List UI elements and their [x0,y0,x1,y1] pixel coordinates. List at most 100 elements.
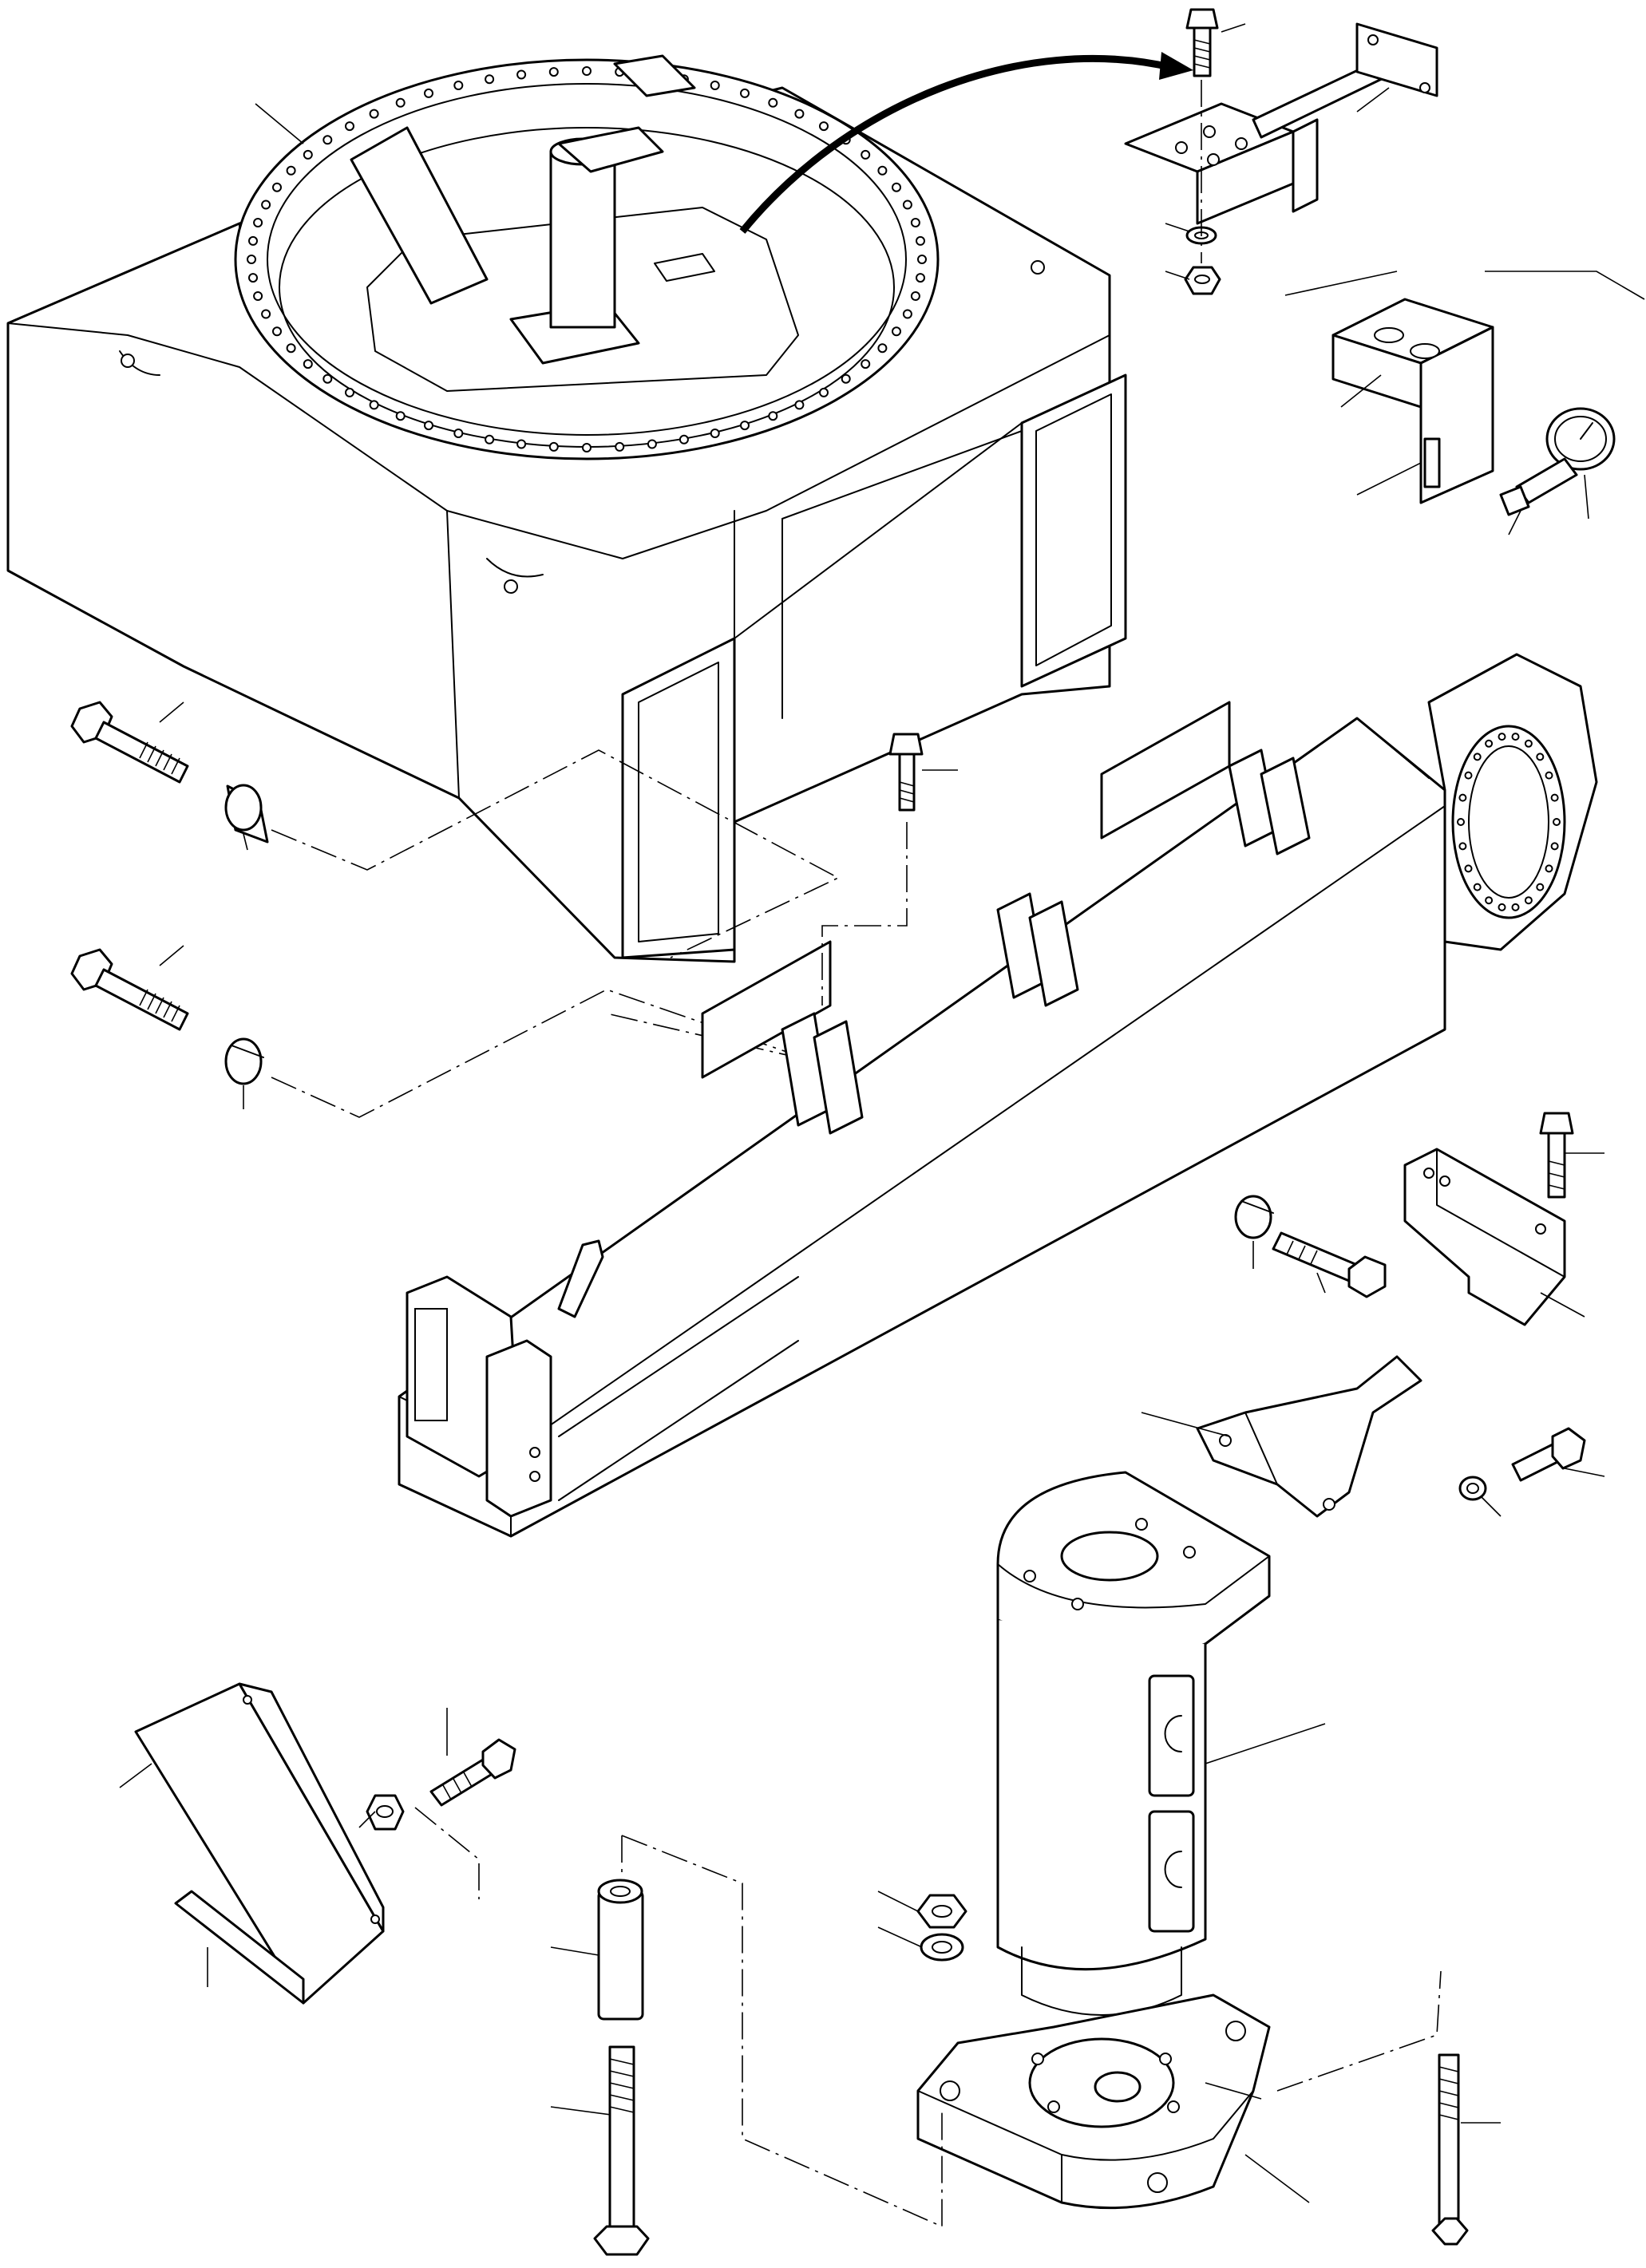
pin-sleeve [597,1879,644,2021]
bolt-hole [916,273,925,283]
bolt-hole [740,421,750,431]
bolt-hole [1464,864,1473,873]
bolt-hole [286,165,296,176]
bolt-hole [1524,739,1533,748]
long-pin-bolt [593,2045,650,2256]
bolt-hole [902,200,912,210]
bolt-hole [548,441,559,452]
bolt-hole [916,235,925,246]
pivot-post-assembly [916,1471,1271,2210]
mounting-lugs [781,749,1311,1135]
bolt-hole [768,97,778,108]
bolt-hole [286,343,296,354]
eye-ring-holes [1457,733,1561,911]
bolt-hole [615,441,625,452]
bolt-hole [485,434,495,445]
bolt-hole [485,74,495,85]
bolt-hole [1545,864,1553,873]
guide-rod-bracket [1331,298,1494,504]
bolt-hole [861,359,871,369]
bolt-hole [902,309,912,319]
washer [920,1933,964,1962]
pressure-gauge [1499,407,1616,516]
bolt-hole [877,165,888,176]
spacer-bushing [1234,1195,1274,1239]
bolt-hole [248,235,258,246]
hex-nut [916,1894,967,1929]
leader-lines [119,23,1645,2203]
bolt-hole [910,291,920,301]
hex-bolt [1431,2053,1469,2246]
hex-bolt [429,1738,516,1807]
bolt-hole [424,421,433,431]
bolt-hole [369,400,379,410]
bolt-hole [253,291,263,301]
hex-bolt [70,948,189,1031]
bolt-hole [261,200,271,210]
bolt-hole [892,182,901,192]
bolt-hole [369,109,379,119]
bolt-hole [1458,793,1467,802]
stop-bracket-upper [1124,22,1438,225]
bolt-hole [453,81,464,90]
bolt-hole [322,135,333,145]
bolt-hole [582,66,592,76]
bolt-hole [424,88,433,98]
bolt-hole [453,429,464,438]
bolt-hole [516,69,527,80]
washer [1458,1476,1487,1501]
callout-arrow-head [1159,52,1193,80]
bolt-hole [819,121,829,132]
gusset-bracket-right [1403,1148,1566,1326]
hex-bolt [888,733,924,812]
bolt-hole [1464,771,1473,780]
bolt-hole [679,434,689,445]
bolt-hole [516,439,527,449]
bolt-hole [1550,842,1559,851]
callout-arrow [739,55,1175,234]
bolt-hole [1457,818,1465,826]
bolt-hole [1536,753,1545,761]
inner-pivot-post [350,54,696,365]
center-line [271,749,840,958]
bolt-hole [910,218,920,227]
center-line [621,1835,943,2228]
bolt-hole [272,326,282,337]
bolt-hole [819,387,829,397]
hex-nut [1184,266,1221,295]
bolt-hole [1524,896,1533,905]
bolt-hole [1536,883,1545,891]
bolt-hole [794,109,805,119]
bolt-hole [710,81,720,90]
bolt-hole [647,439,657,449]
bolt-hole [303,149,313,160]
bolt-hole [1550,793,1559,802]
spacer-bushing [224,784,269,844]
bolt-hole [1553,818,1561,826]
bolt-hole [1545,771,1553,780]
small-plate-in-ring [654,253,715,282]
bolt-hole [261,309,271,319]
bolt-hole [1473,753,1482,761]
bolt-hole [1498,903,1506,911]
bolt-hole [247,255,256,264]
bolt-hole [740,88,750,98]
center-line [821,822,908,1006]
bolt-hole [395,97,406,108]
bolt-hole [345,121,354,132]
hex-bolt [70,701,189,784]
bolt-hole [1485,739,1494,748]
bolt-hole [710,429,720,438]
angle-guard-left [134,1682,385,2005]
center-line [1276,1970,1442,2092]
bolt-hole [395,411,406,421]
bolt-hole [272,182,282,192]
bolt-hole [322,373,333,384]
bolt-hole [253,218,263,227]
bolt-hole [582,443,592,452]
swing-arm-boom [398,653,1598,1538]
bolt-hole [861,149,871,160]
bolt-hole [841,373,851,384]
